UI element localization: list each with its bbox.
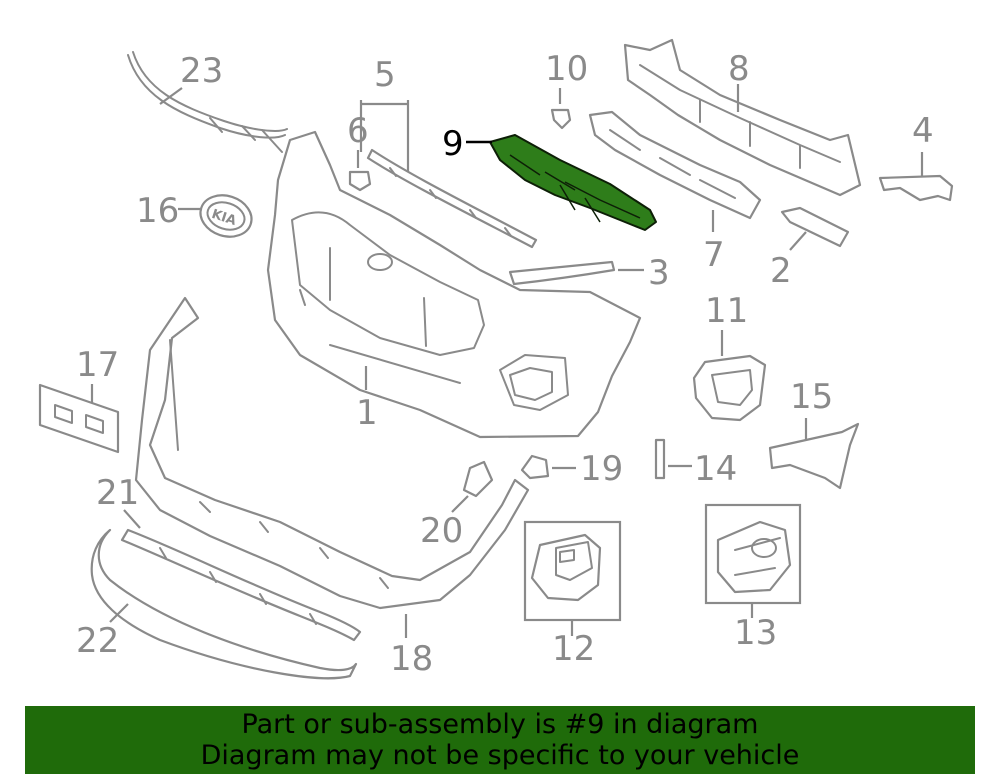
callout-12: 12 (552, 629, 595, 669)
part-15-side-bracket[interactable] (768, 422, 860, 490)
callout-2: 2 (770, 251, 792, 291)
part-20-clip[interactable] (462, 460, 494, 498)
part-10-clip[interactable] (550, 108, 572, 130)
callout-17: 17 (76, 345, 119, 385)
leader-20 (451, 495, 469, 513)
part-8-reinforcement-beam[interactable] (623, 38, 862, 197)
callout-6: 6 (347, 111, 369, 151)
leader-21 (123, 509, 141, 529)
callout-20: 20 (420, 511, 463, 551)
part-1-bumper-cover[interactable] (266, 130, 642, 439)
callout-16: 16 (136, 191, 179, 231)
leader-2 (789, 231, 807, 251)
part-22-skid-plate[interactable] (90, 528, 358, 680)
callout-14: 14 (694, 449, 737, 489)
part-13-inset[interactable] (704, 503, 802, 605)
part-4-bracket[interactable] (878, 174, 954, 202)
callout-3: 3 (648, 253, 670, 293)
part-18-lower-cover[interactable] (134, 296, 530, 610)
part-23-molding[interactable] (127, 51, 288, 153)
part-5-upper-strip[interactable] (366, 148, 538, 249)
leader-5 (359, 100, 410, 174)
part-2-bracket[interactable] (780, 206, 850, 248)
info-banner: Part or sub-assembly is #9 in diagram Di… (25, 706, 975, 774)
part-12-inset[interactable] (523, 520, 622, 622)
callout-13: 13 (734, 613, 777, 653)
part-16-emblem[interactable]: KIA (195, 189, 257, 243)
part-3-trim-strip[interactable] (508, 260, 616, 286)
part-11-fog-lamp-bezel[interactable] (692, 354, 767, 422)
banner-line-1: Part or sub-assembly is #9 in diagram (241, 709, 759, 740)
callout-19: 19 (580, 449, 623, 489)
part-21-lower-strip[interactable] (120, 528, 362, 642)
part-9-energy-absorber[interactable] (489, 134, 657, 231)
callout-22: 22 (76, 621, 119, 661)
part-17-plate-bracket[interactable] (38, 383, 120, 454)
callout-1: 1 (356, 393, 378, 433)
part-14-clip[interactable] (654, 438, 666, 480)
callout-9: 9 (442, 124, 464, 164)
leader-22 (109, 603, 129, 623)
callout-15: 15 (790, 377, 833, 417)
callout-5: 5 (374, 55, 396, 95)
callout-11: 11 (705, 291, 748, 331)
callout-18: 18 (390, 639, 433, 679)
callout-8: 8 (728, 49, 750, 89)
svg-text:KIA: KIA (210, 207, 238, 229)
callout-7: 7 (703, 235, 725, 275)
banner-line-2: Diagram may not be specific to your vehi… (200, 740, 800, 771)
callout-23: 23 (180, 51, 223, 91)
part-6-clip[interactable] (348, 170, 372, 192)
part-7-lower-absorber[interactable] (588, 110, 762, 220)
part-19-clip[interactable] (520, 454, 550, 480)
callout-4: 4 (912, 111, 934, 151)
callout-21: 21 (96, 473, 139, 513)
leader-23 (159, 87, 183, 105)
callout-10: 10 (545, 49, 588, 89)
